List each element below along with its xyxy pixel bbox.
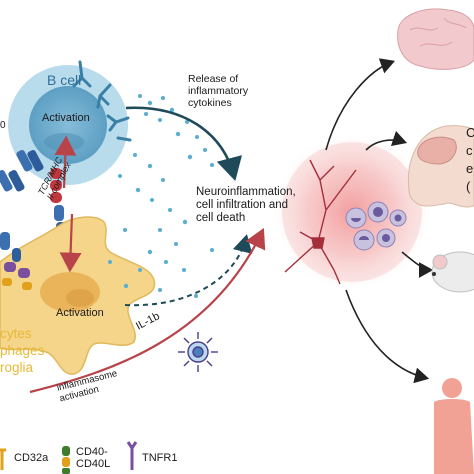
tnfr1-receptor-icon (126, 441, 138, 470)
tcr-mhc-complex-icon (0, 149, 44, 192)
b-cell-receptor-icons (72, 60, 132, 142)
clipped-right-4: ( (466, 179, 471, 194)
legend-cd40-label: CD40- CD40L (76, 446, 111, 471)
human-body-icon (434, 378, 474, 474)
myeloid-activation-label: Activation (56, 307, 104, 319)
outcome-arrows (325, 58, 434, 384)
clipped-right-1: C (466, 125, 474, 140)
outcome-label: Neuroinflammation, cell infiltration and… (196, 186, 296, 224)
myeloid-cell (0, 216, 156, 375)
legend-tnfr1-label: TNFR1 (142, 452, 178, 464)
cd32a-receptor-icon (0, 448, 6, 470)
legend-icons (0, 441, 138, 474)
inflammasome-icon (178, 332, 218, 372)
clipped-right-2: c (466, 143, 473, 158)
cytokines-label: Release of inflammatory cytokines (188, 73, 249, 109)
infiltrating-cells (345, 201, 407, 251)
clipped-left-label: 0 (0, 120, 6, 131)
b-cell-label: B cell (47, 72, 82, 88)
neuron-icon (284, 159, 357, 285)
myeloid-receptor-icons (0, 232, 32, 290)
human-head-icon (407, 125, 474, 208)
cytokine-dots (108, 94, 214, 298)
activation-arrows (54, 135, 82, 273)
myeloid-type-line-1: cytes (0, 326, 32, 341)
b-cell (8, 65, 128, 185)
mouse-icon (431, 251, 474, 293)
myeloid-type-line-2: phages (0, 343, 45, 358)
brain-icon (397, 8, 474, 70)
b-cell-activation-label: Activation (42, 112, 90, 124)
legend-cd32a-label: CD32a (14, 452, 49, 464)
clipped-right-3: e (466, 161, 474, 176)
cd40-cd40l-icon (62, 446, 70, 474)
myeloid-type-line-3: roglia (0, 360, 34, 375)
flow-arrows (29, 106, 266, 394)
